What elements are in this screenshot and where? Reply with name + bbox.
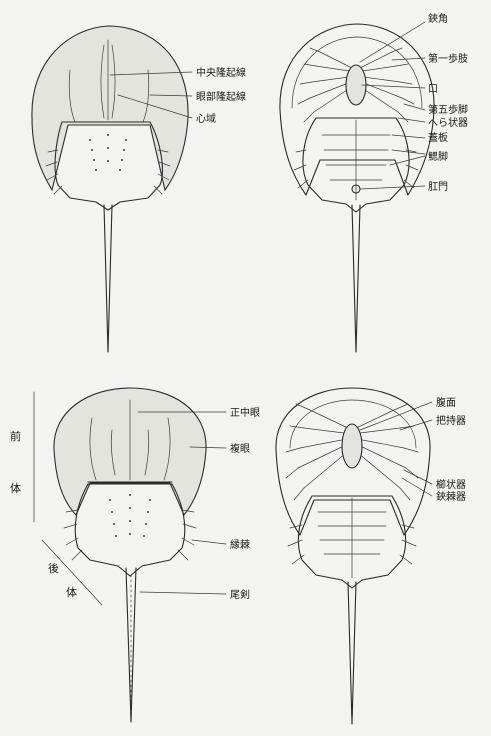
label-ophthalmic-ridge: 眼部隆起線 bbox=[196, 90, 246, 103]
figure-top-left-dorsal bbox=[32, 26, 192, 352]
label-ventral-side: 腹面 bbox=[436, 396, 456, 409]
figure-top-right-ventral bbox=[280, 22, 434, 352]
label-median-ridge: 中央隆起線 bbox=[196, 66, 246, 79]
label-flabellum: へら状器 bbox=[428, 116, 468, 129]
label-prosoma-char-2: 体 bbox=[10, 481, 21, 495]
label-gill-leg: 鰓脚 bbox=[428, 150, 448, 163]
label-opisthosoma-char-1: 後 bbox=[48, 561, 59, 575]
label-anus: 肛門 bbox=[428, 181, 448, 193]
figure-bottom-right-ventral bbox=[276, 388, 432, 724]
label-clasper: 把持器 bbox=[436, 414, 466, 427]
label-mouth: 口 bbox=[428, 84, 438, 95]
label-median-eye: 正中眼 bbox=[230, 406, 260, 419]
label-telson: 尾剣 bbox=[230, 589, 250, 601]
label-marginal-spine: 縁棘 bbox=[230, 538, 250, 551]
figure-bottom-left-dorsal bbox=[34, 388, 226, 722]
label-pectinate-organ: 櫛状器 bbox=[436, 478, 466, 491]
label-fifth-walking-leg: 第五歩脚 bbox=[428, 103, 468, 116]
label-first-walking-leg: 第一歩肢 bbox=[428, 52, 468, 65]
label-compound-eye: 複眼 bbox=[230, 442, 250, 455]
label-chelate-spine-organ: 鋏棘器 bbox=[436, 490, 466, 503]
label-chelicera: 鋏角 bbox=[428, 12, 448, 25]
label-cardiac-area: 心域 bbox=[196, 112, 216, 125]
label-operculum: 蓋板 bbox=[428, 131, 448, 144]
label-prosoma-char-1: 前 bbox=[10, 429, 21, 443]
label-opisthosoma-char-2: 体 bbox=[66, 585, 77, 599]
